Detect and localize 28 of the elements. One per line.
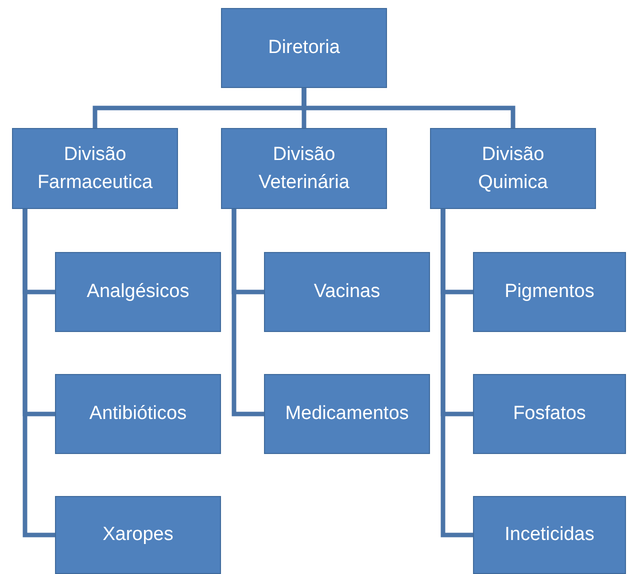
connector-line	[22, 209, 55, 538]
org-box	[221, 8, 387, 88]
box-label: Antibióticos	[89, 402, 187, 426]
org-box	[264, 374, 430, 454]
box-label: Divisão Veterinária	[258, 142, 350, 194]
org-box	[55, 374, 221, 454]
box-label: Diretoria	[268, 36, 340, 60]
org-box	[55, 496, 221, 574]
org-box	[221, 128, 387, 209]
box-label: Fosfatos	[513, 402, 586, 426]
org-box	[473, 496, 626, 574]
org-box	[430, 128, 596, 209]
box-label: Analgésicos	[86, 280, 190, 304]
box-label: Inceticidas	[504, 523, 594, 548]
org-box	[473, 374, 626, 454]
connector-line	[232, 209, 264, 416]
connector-line	[440, 209, 473, 538]
org-box	[473, 252, 626, 332]
org-box	[264, 252, 430, 332]
box-label: Pigmentos	[504, 280, 594, 304]
box-label: Vacinas	[314, 280, 380, 304]
box-label: Divisão Quimica	[477, 142, 549, 194]
box-label: Divisão Farmaceutica	[36, 142, 154, 194]
org-box	[55, 252, 221, 332]
connector-line	[302, 88, 516, 128]
box-label: Medicamentos	[285, 402, 409, 426]
box-label: Xaropes	[102, 523, 174, 548]
org-box	[12, 128, 178, 209]
